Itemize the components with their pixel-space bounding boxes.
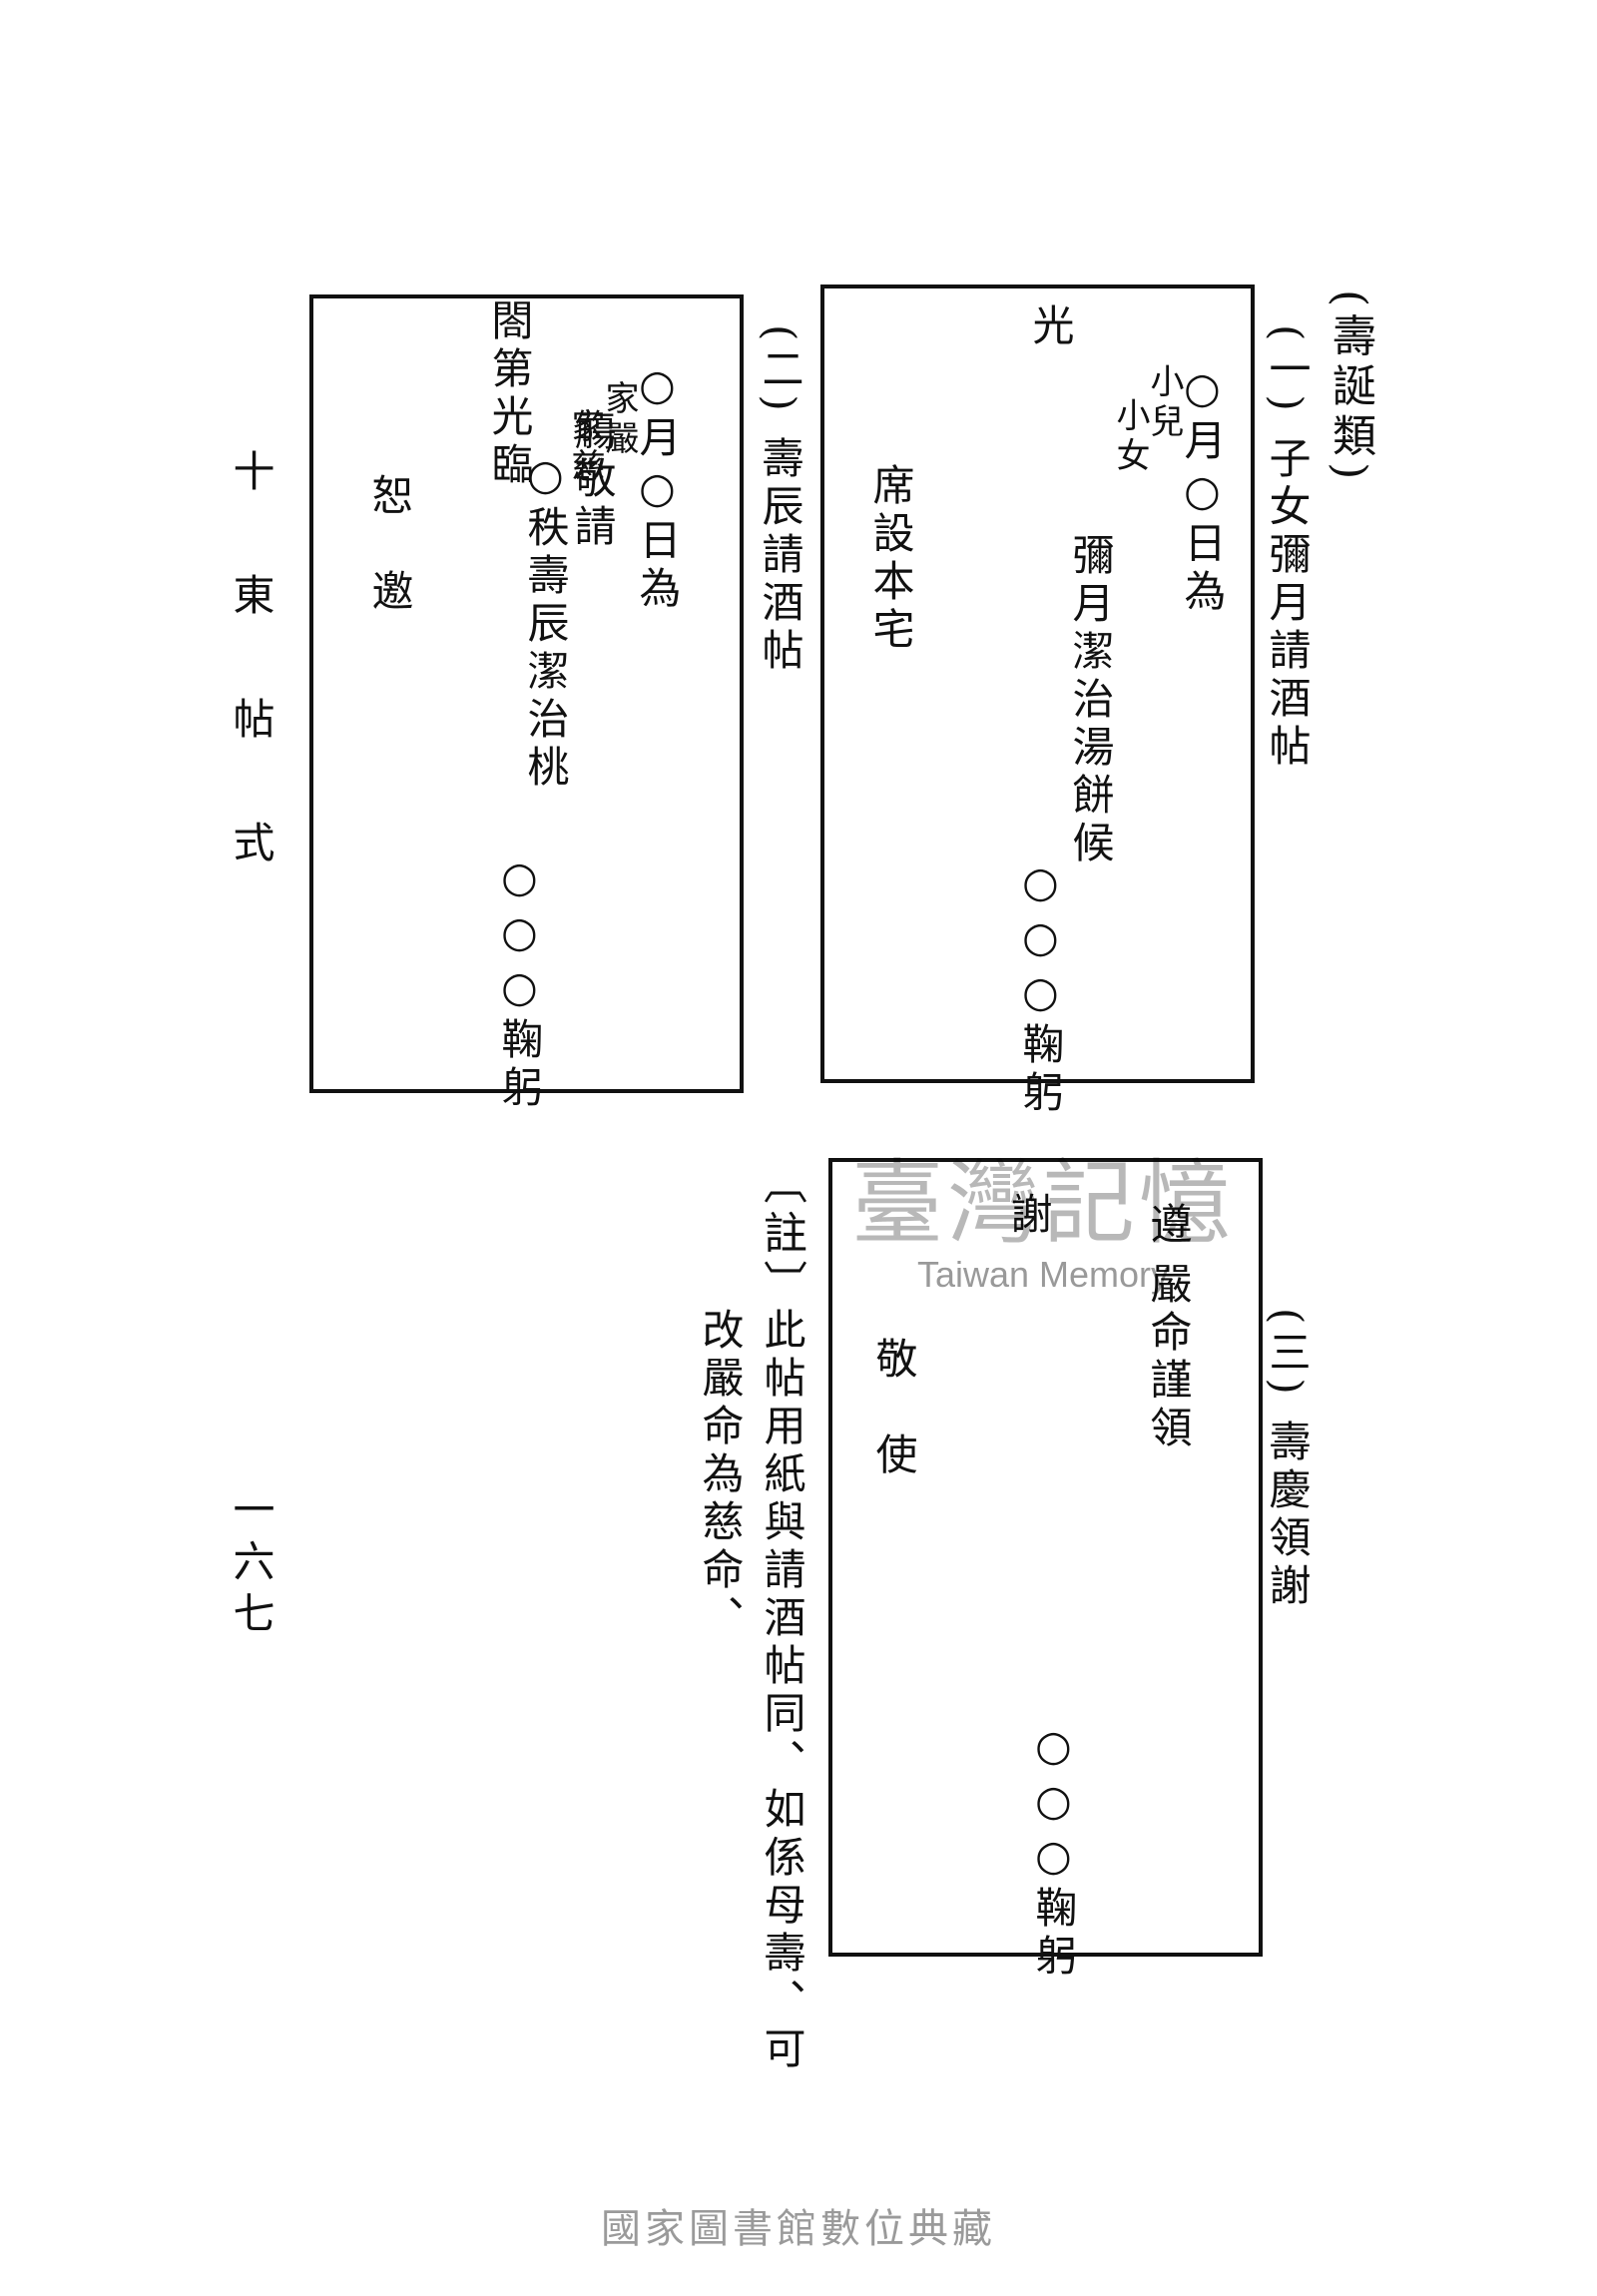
item1-card: ○月○日為 小兒 小女 彌月潔治湯餅候 光 席設本宅 ○○○鞠躬 [820,285,1255,1118]
item3-line1: 遵 [1144,1202,1193,1250]
item1-small-a: 小兒 [1144,363,1184,443]
item2-line4: 恕 邀 [365,473,414,617]
item3-signature: ○○○鞠躬 [1029,1721,1078,1982]
item3-line2: 嚴命謹領 [1144,1262,1193,1453]
item2-card: ○月○日為 家嚴 家慈 ○秩壽辰潔治桃 觴敬請 閤第光臨 恕 邀 ○○○鞠躬 [309,294,744,1113]
item1-small-b: 小女 [1110,397,1150,477]
item2-heading: (二) 壽辰請酒帖 [756,324,804,677]
item3-heading: (三) 壽慶領謝 [1263,1308,1312,1612]
item2-line3: 閤第光臨 [485,298,534,490]
item2-signature: ○○○鞠躬 [495,853,544,1113]
item1-small-pair: 小兒 小女 [1110,363,1184,477]
item2-line1-suffix: ○秩壽辰潔治桃 [521,450,570,793]
item3-line4: 敬 使 [869,1337,918,1480]
item1-line-guang: 光 [1026,303,1075,351]
item1-signature: ○○○鞠躬 [1016,858,1065,1118]
item1-heading: (一) 子女彌月請酒帖 [1263,324,1312,773]
item2-small-b: 家慈 [565,408,605,488]
item2-small-a: 家嚴 [599,380,639,460]
book-title: 十東帖式 [227,449,275,944]
item2-line2: 觴敬請 [568,408,617,552]
watermark-sub: Taiwan Memory [916,1254,1170,1295]
note-line2: 改嚴命為慈命、 [696,1308,745,1643]
section-title: (壽誕類) [1325,289,1375,486]
item1-line-venue: 席設本宅 [866,463,915,655]
item1-line-after: 彌月潔治湯餅候 [1066,533,1115,868]
item3-card: 遵 嚴命謹領 謝 敬 使 ○○○鞠躬 [828,1158,1263,1982]
item2-small-pair: 家嚴 家慈 [565,380,639,488]
watermark: 臺灣記憶 Taiwan Memory [813,1158,1273,1318]
item1-line1: ○月○日為 小兒 小女 彌月潔治湯餅候 [1066,363,1227,868]
item2-line1: ○月○日為 家嚴 家慈 ○秩壽辰潔治桃 [521,360,682,793]
watermark-main: 臺灣記憶 [850,1150,1235,1257]
note-line1: 此帖用紙與請酒帖同、如係母壽、可 [758,1308,806,2074]
item3-line3: 謝 [1004,1192,1053,1240]
note-label: 〔註〕 [756,1160,806,1310]
footer-credit: 國家圖書館數位典藏 [601,2206,996,2252]
page-number: 一六七 [227,1487,275,1643]
